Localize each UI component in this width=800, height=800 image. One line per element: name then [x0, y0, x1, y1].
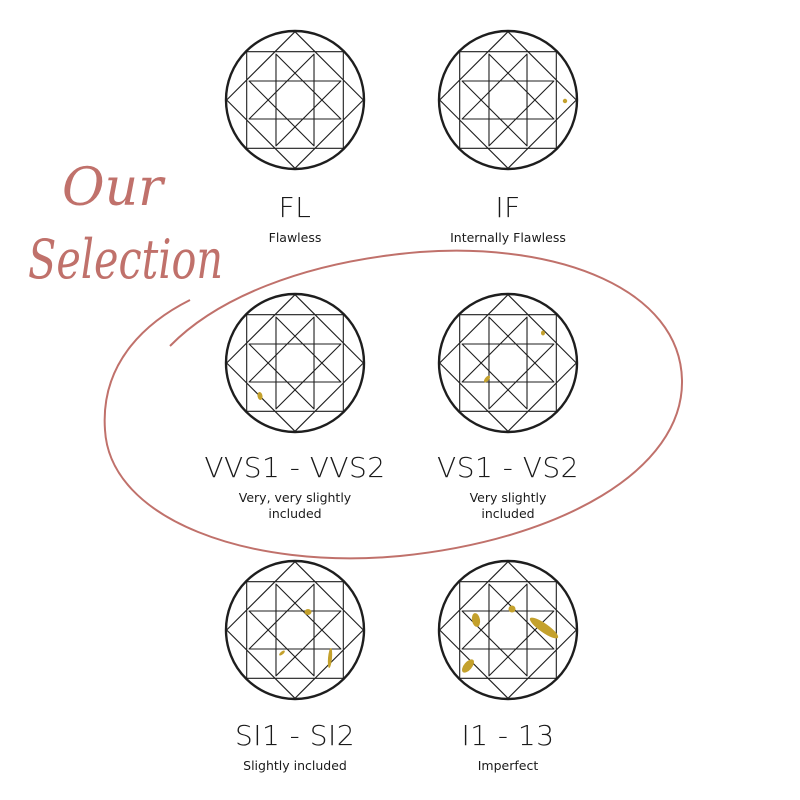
grade-i: I1 - 13 Imperfect	[388, 720, 628, 774]
diamond-icon	[224, 29, 366, 171]
handwriting-our: Our	[62, 158, 166, 218]
inclusion-mark	[562, 98, 568, 104]
grade-subtitle-line1: Very slightly	[469, 490, 547, 505]
inclusion-mark	[508, 605, 516, 613]
selection-ellipse	[103, 249, 684, 560]
grade-subtitle-line1: Very, very slightly	[238, 490, 352, 505]
inclusion-mark	[279, 650, 285, 656]
grade-title: FL	[278, 191, 312, 224]
inclusion-mark	[304, 609, 312, 615]
diamond-icon	[437, 292, 579, 434]
inclusion-mark	[257, 392, 263, 400]
inclusion-mark	[484, 375, 490, 383]
inclusion-mark	[327, 648, 333, 668]
grade-title: I1 - 13	[461, 719, 555, 752]
grade-subtitle: Flawless	[268, 230, 322, 245]
inclusion-mark	[541, 330, 545, 336]
diamond-icon	[437, 29, 579, 171]
inclusion-mark	[462, 659, 474, 673]
diamond-icon	[224, 292, 366, 434]
grade-title: VS1 - VS2	[437, 451, 579, 484]
grade-subtitle-line2: included	[268, 506, 322, 521]
grade-subtitle: Internally Flawless	[450, 230, 566, 245]
grade-subtitle: Slightly included	[243, 758, 347, 773]
grade-si: SI1 - SI2 Slightly included	[175, 720, 415, 774]
grade-title: IF	[495, 191, 521, 224]
inclusion-mark	[529, 617, 559, 639]
diamond-icon	[224, 559, 366, 701]
inclusion-mark	[471, 613, 481, 627]
grade-fl: FL Flawless	[175, 192, 415, 246]
handwriting-selection: Selection	[28, 228, 223, 291]
grade-subtitle: Imperfect	[477, 758, 539, 773]
grade-title: SI1 - SI2	[234, 719, 356, 752]
diamond-icon	[437, 559, 579, 701]
grade-if: IF Internally Flawless	[388, 192, 628, 246]
our-selection-handwriting: Our Selection	[28, 158, 223, 291]
grade-subtitle-line2: included	[481, 506, 535, 521]
grade-title: VVS1 - VVS2	[204, 451, 386, 484]
